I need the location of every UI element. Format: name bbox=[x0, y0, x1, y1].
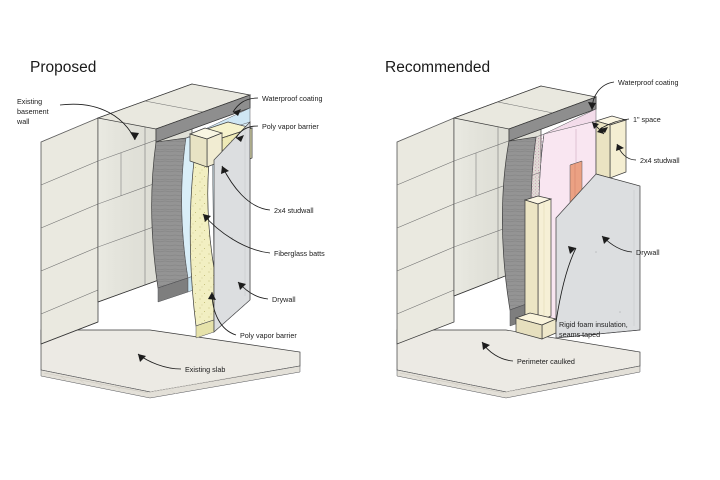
panel-title-recommended: Recommended bbox=[385, 59, 490, 76]
callouts-proposed: Existing basement wall Waterproof coatin… bbox=[16, 94, 325, 374]
callouts-recommended: Waterproof coating 1" space 2x4 studwall… bbox=[481, 78, 680, 366]
callout-perimeter-caulked: Perimeter caulked bbox=[517, 357, 575, 366]
callout-drywall: Drywall bbox=[272, 295, 296, 304]
existing-slab-proposed bbox=[40, 329, 301, 399]
callout-waterproof-coating-r: Waterproof coating bbox=[618, 78, 678, 87]
drywall-proposed bbox=[213, 121, 251, 333]
callout-rigid-foam-insulation: Rigid foam insulation, seams taped bbox=[559, 320, 630, 339]
callout-fiberglass-batts: Fiberglass batts bbox=[274, 249, 325, 258]
callout-poly-vapor-barrier-top: Poly vapor barrier bbox=[262, 122, 319, 131]
callout-one-inch-space: 1" space bbox=[633, 115, 661, 124]
callout-poly-vapor-barrier-bottom: Poly vapor barrier bbox=[240, 331, 297, 340]
callout-drywall-r: Drywall bbox=[636, 248, 660, 257]
callout-existing-basement-wall: Existing basement wall bbox=[16, 97, 51, 126]
panel-proposed: Proposed bbox=[16, 59, 325, 399]
waterproof-coating-proposed bbox=[151, 94, 251, 303]
drywall-recommended bbox=[555, 173, 641, 339]
existing-slab-recommended bbox=[396, 329, 641, 399]
callout-waterproof-coating: Waterproof coating bbox=[262, 94, 322, 103]
dimension-arrow-one-inch bbox=[591, 121, 605, 135]
callout-studwall: 2x4 studwall bbox=[274, 206, 314, 215]
studwall-center-recommended bbox=[514, 195, 558, 340]
studwall-proposed bbox=[188, 121, 253, 168]
panel-recommended: Recommended bbox=[385, 59, 680, 399]
callout-studwall-r: 2x4 studwall bbox=[640, 156, 680, 165]
panel-title-proposed: Proposed bbox=[30, 59, 96, 76]
callout-existing-slab: Existing slab bbox=[185, 365, 225, 374]
